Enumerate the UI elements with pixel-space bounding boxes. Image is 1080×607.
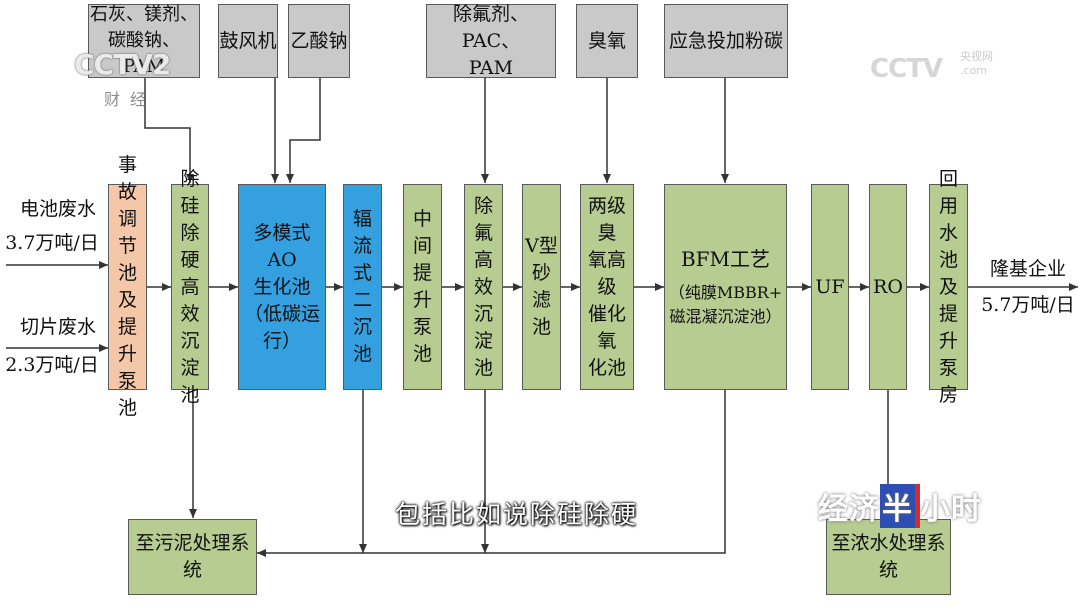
silicon-hardness-removal-tank: 除硅 除硬 高效 沉淀 池 bbox=[171, 168, 209, 406]
cctv-watermark-logo: CCTV bbox=[870, 54, 943, 84]
accident-regulating-pool: 事故 调节 池及 提升 泵池 bbox=[108, 154, 147, 419]
uf-unit: UF bbox=[811, 184, 849, 390]
ao-subtitle: （低碳运 行） bbox=[243, 302, 320, 352]
ao-biochemical-tank: 多模式AO 生化池 （低碳运 行） bbox=[238, 184, 326, 390]
radial-secondary-clarifier: 辐流 式二 沉池 bbox=[343, 184, 382, 390]
show-logo-part-b: 半 bbox=[880, 484, 920, 528]
brine-treatment-box: 至浓水处理系统 bbox=[826, 519, 951, 595]
cctv2-channel-logo: CCTV2 bbox=[74, 48, 171, 81]
fluoride-removal-tank: 除氟 高效 沉淀 池 bbox=[464, 184, 503, 390]
battery-wastewater-name: 电池废水 bbox=[19, 198, 96, 220]
output-company: 隆基企业 bbox=[989, 258, 1066, 280]
intermediate-lift-pump-pool: 中间 提升 泵池 bbox=[403, 184, 442, 390]
video-subtitle: 包括比如说除硅除硬 bbox=[395, 500, 639, 529]
show-logo: 经济半小时 bbox=[818, 484, 982, 528]
fluoride-agent-box: 除氟剂、PAC、 PAM bbox=[426, 3, 556, 79]
v-type-sand-filter: V型 砂滤 池 bbox=[522, 184, 561, 390]
sodium-acetate-box: 乙酸钠 bbox=[288, 4, 350, 78]
powdered-carbon-box: 应急投加粉碳 bbox=[664, 4, 788, 78]
bfm-title: BFM工艺 bbox=[680, 246, 771, 271]
show-logo-part-a: 经济 bbox=[818, 492, 880, 527]
output-volume: 5.7万吨/日 bbox=[981, 294, 1075, 316]
reuse-water-pool: 回用 水池 及提 升泵 房 bbox=[929, 168, 968, 406]
sludge-treatment-box: 至污泥处理系统 bbox=[128, 519, 257, 595]
bfm-subtitle: （纯膜MBBR+ 磁混凝沉淀池） bbox=[668, 282, 783, 326]
ao-title: 多模式AO 生化池 bbox=[253, 221, 311, 298]
bfm-process-unit: BFM工艺 （纯膜MBBR+ 磁混凝沉淀池） bbox=[664, 184, 787, 390]
blower-box: 鼓风机 bbox=[218, 4, 278, 78]
ozone-box: 臭氧 bbox=[576, 4, 638, 78]
show-logo-part-c: 小时 bbox=[920, 492, 982, 527]
ro-unit: RO bbox=[869, 184, 907, 390]
ozone-catalytic-oxidation-tank: 两级臭 氧高级 催化氧 化池 bbox=[580, 184, 634, 390]
cctv-watermark-subtitle: 央视网 .com bbox=[960, 50, 993, 77]
cctv2-channel-subtitle: 财经 bbox=[104, 90, 157, 109]
slicing-wastewater-name: 切片废水 bbox=[19, 316, 96, 338]
slicing-wastewater-volume: 2.3万吨/日 bbox=[5, 354, 99, 376]
lime-magnesium-chemical-box: 石灰、镁剂、 碳酸钠、PAM bbox=[88, 4, 200, 78]
battery-wastewater-volume: 3.7万吨/日 bbox=[5, 232, 99, 254]
